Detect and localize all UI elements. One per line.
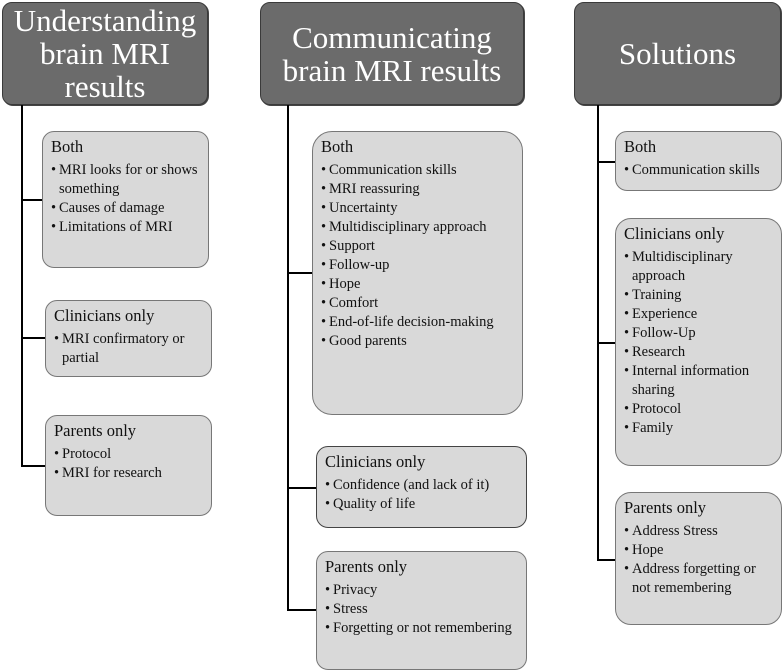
list-item: Privacy [325,581,518,600]
column-header-solutions: Solutions [574,2,781,105]
list-item: Address forgetting or not remembering [624,560,773,598]
list-item: Causes of damage [51,199,200,218]
list-item: Quality of life [325,495,518,514]
group-title: Clinicians only [54,306,155,325]
list-item: Hope [321,275,514,294]
list-item: Training [624,286,773,305]
group-title: Both [624,137,657,156]
branch-line [21,465,45,467]
list-item: Multidisciplinary approach [624,248,773,286]
branch-line [287,272,312,274]
group-title: Both [51,137,84,156]
group-title: Clinicians only [325,452,426,471]
column-header-communicating: Communicating brain MRI results [260,2,524,105]
list-item: Good parents [321,332,514,351]
list-item: Uncertainty [321,199,514,218]
column-header-understanding: Understanding brain MRI results [2,2,208,105]
tree-trunk-line [287,105,289,610]
list-item: Forgetting or not remembering [325,619,518,638]
list-item: Protocol [624,400,773,419]
branch-line [597,161,615,163]
list-item: Internal information sharing [624,362,773,400]
list-item: End-of-life decision-making [321,313,514,332]
list-item: MRI for research [54,464,203,483]
group-box-both: Both Communication skills MRI reassuring… [312,131,523,415]
tree-trunk-line [21,105,23,466]
tree-trunk-line [597,105,599,560]
column-title: Communicating brain MRI results [282,19,502,88]
list-item: Comfort [321,294,514,313]
group-box-both: Both Communication skills [615,131,782,191]
column-title: Understanding brain MRI results [13,3,197,104]
list-item: Follow-Up [624,324,773,343]
list-item: Multidisciplinary approach [321,218,514,237]
list-item: MRI confirmatory or partial [54,330,203,368]
column-title: Solutions [618,36,737,71]
group-title: Clinicians only [624,224,725,243]
branch-line [21,199,42,201]
list-item: Hope [624,541,773,560]
list-item: Family [624,419,773,438]
group-box-clinicians-only: Clinicians only Confidence (and lack of … [316,446,527,528]
list-item: Follow-up [321,256,514,275]
list-item: Experience [624,305,773,324]
list-item: Limitations of MRI [51,218,200,237]
list-item: Stress [325,600,518,619]
list-item: MRI reassuring [321,180,514,199]
branch-line [597,342,615,344]
group-box-clinicians-only: Clinicians only MRI confirmatory or part… [45,300,212,377]
group-title: Parents only [624,498,707,517]
list-item: Communication skills [624,161,773,180]
group-box-both: Both MRI looks for or shows something Ca… [42,131,209,268]
list-item: Protocol [54,445,203,464]
group-box-clinicians-only: Clinicians only Multidisciplinary approa… [615,218,782,466]
list-item: Address Stress [624,522,773,541]
group-box-parents-only: Parents only Privacy Stress Forgetting o… [316,551,527,670]
list-item: Confidence (and lack of it) [325,476,518,495]
branch-line [597,559,615,561]
group-box-parents-only: Parents only Address Stress Hope Address… [615,492,782,625]
group-title: Parents only [325,557,408,576]
group-title: Both [321,137,354,156]
list-item: Support [321,237,514,256]
branch-line [287,609,316,611]
group-title: Parents only [54,421,137,440]
group-box-parents-only: Parents only Protocol MRI for research [45,415,212,516]
branch-line [287,487,316,489]
branch-line [21,337,45,339]
list-item: Communication skills [321,161,514,180]
list-item: MRI looks for or shows something [51,161,200,199]
list-item: Research [624,343,773,362]
